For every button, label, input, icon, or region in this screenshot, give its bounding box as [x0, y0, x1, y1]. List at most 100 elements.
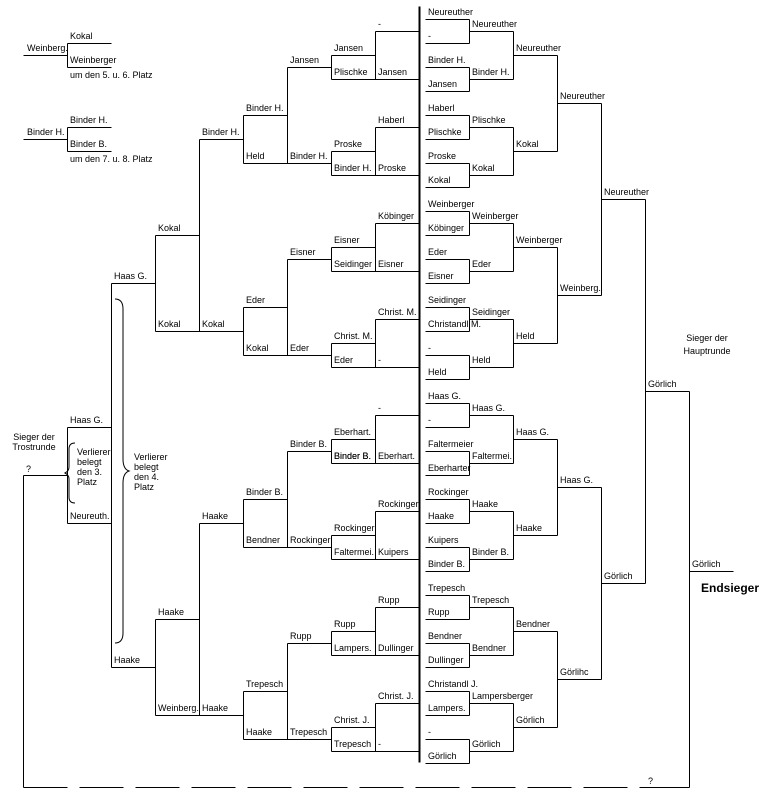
bracket-slot: Haake — [114, 655, 141, 665]
bracket-slot: Plischke — [472, 115, 506, 125]
bracket-slot: Dullinger — [428, 655, 464, 665]
bracket-slot: Jansen — [428, 79, 458, 89]
bracket-slot: Rockinger — [428, 487, 469, 497]
overall-winner-title: Endsieger — [701, 581, 760, 595]
bracket-slot: Seidinger — [428, 295, 467, 305]
bracket-slot: Lampers. — [428, 703, 466, 713]
bracket-slot: Christ. J. — [378, 691, 414, 701]
main-round-winner-note: Sieger der Hauptrunde — [683, 333, 731, 356]
bracket-slot: Dullinger — [378, 643, 414, 653]
bracket-slot: Eder — [246, 295, 266, 305]
bracket-slot: Kokal — [246, 343, 269, 353]
bracket-slot: Haas G. — [560, 475, 594, 485]
bracket-slot: Trepesch — [334, 739, 372, 749]
bracket-slot: Rupp — [334, 619, 356, 629]
bracket-slot: - — [428, 415, 431, 425]
bracket-slot: Haake — [428, 511, 455, 521]
bracket-slot: Plischke — [428, 127, 462, 137]
bracket-slot: Jansen — [290, 55, 320, 65]
bracket-slot: Eberhart. — [378, 451, 416, 461]
brace — [63, 442, 76, 504]
bracket-slot: Rupp — [290, 631, 312, 641]
placement-slot: Binder B. — [70, 139, 108, 149]
bracket-slot: Haberl — [378, 115, 405, 125]
bracket-slot: Weinberger — [472, 211, 519, 221]
bracket-slot: Rockinger — [378, 499, 419, 509]
bracket-slot: Rockinger — [334, 523, 375, 533]
bracket-slot: Haake — [158, 607, 185, 617]
bracket-slot: Jansen — [334, 43, 364, 53]
bracket-slot: Proske — [334, 139, 363, 149]
bracket-slot: - — [428, 31, 431, 41]
placement-slot: Kokal — [70, 31, 93, 41]
bracket-slot: Binder B. — [334, 451, 372, 461]
bracket-slot: Eder — [472, 259, 492, 269]
bracket-slot: Eder — [290, 343, 310, 353]
placement-slot: Weinberg. — [27, 43, 68, 53]
bracket-slot: - — [378, 355, 381, 365]
bracket-slot: Weinberger — [428, 199, 475, 209]
bracket-slot: Eisner — [428, 271, 454, 281]
bracket-slot: Binder H. — [246, 103, 284, 113]
unknown-mark: ? — [26, 464, 32, 474]
bracket-slot: Haberl — [428, 103, 455, 113]
placement-slot: Weinberger — [70, 55, 117, 65]
bracket-slot: Kokal — [158, 223, 181, 233]
bracket-slot: Bendner — [428, 631, 463, 641]
third-place-note: Verlierer belegt den 3. Platz — [77, 447, 111, 487]
bracket-slot: Held — [246, 151, 265, 161]
bracket-slot: Plischke — [334, 67, 368, 77]
bracket-slot: Binder B. — [472, 547, 510, 557]
bracket-slot: Görlich — [428, 751, 457, 761]
bracket-slot: Binder B. — [334, 451, 372, 461]
bracket-slot: Rupp — [378, 595, 400, 605]
bracket-slot: Haake — [472, 499, 499, 509]
bracket-slot: Christandl M. — [428, 319, 482, 329]
bracket-slot: Eberharter — [428, 463, 471, 473]
bracket-slot: Kokal — [472, 163, 495, 173]
bracket-slot: Kokal — [516, 139, 539, 149]
bracket-slot: Haake — [516, 523, 543, 533]
bracket-slot: Neureuther — [516, 43, 562, 53]
bracket-slot: Kuipers — [428, 535, 459, 545]
bracket-slot: Weinberger — [516, 235, 563, 245]
unknown-mark: ? — [648, 776, 654, 786]
bracket-slot: Haas G. — [70, 415, 104, 425]
bracket-slot: Faltermei. — [472, 451, 513, 461]
bracket-slot: Görlich — [516, 715, 545, 725]
bracket-slot: Christ. M. — [334, 331, 373, 341]
bracket-slot: Kokal — [202, 319, 225, 329]
bracket-slot: Binder B. — [428, 559, 466, 569]
bracket-slot: Christ. M. — [378, 307, 417, 317]
brace — [114, 298, 131, 644]
bracket-slot: Eisner — [378, 259, 404, 269]
bracket-slot: Haas G. — [516, 427, 550, 437]
bracket-slot: Binder H. — [202, 127, 240, 137]
bracket-slot: Eisner — [290, 247, 316, 257]
bracket-slot: Seidinger — [472, 307, 511, 317]
bracket-slot: Binder H. — [428, 55, 466, 65]
bracket-slot: - — [428, 343, 431, 353]
bracket-slot: Weinberg. — [158, 703, 199, 713]
bracket-slot: Haas G. — [114, 271, 148, 281]
bracket-slot: Rockinger — [290, 535, 331, 545]
bracket-slot: - — [378, 739, 381, 749]
consolation-winner-note: Sieger der Trostrunde — [12, 432, 56, 452]
bracket-slot: Görlihc — [560, 667, 589, 677]
bracket-slot: Binder B. — [246, 487, 284, 497]
bracket-slot: Trepesch — [246, 679, 284, 689]
bracket-slot: Kokal — [158, 319, 181, 329]
bracket-slot: Neureuth. — [70, 511, 110, 521]
bracket-slot: Christandl J. — [428, 679, 479, 689]
bracket-slot: Lampers. — [334, 643, 372, 653]
bracket-slot: Eder — [428, 247, 448, 257]
bracket-slot: Held — [428, 367, 447, 377]
champion-name: Görlich — [692, 559, 721, 569]
bracket-slot: Seidinger — [334, 259, 373, 269]
bracket-slot: Neureuther — [428, 7, 474, 17]
bracket-slot: Jansen — [378, 67, 408, 77]
bracket-slot: Christ. J. — [334, 715, 370, 725]
bracket-slot: Faltermei. — [334, 547, 375, 557]
bracket-slot: Neureuther — [560, 91, 606, 101]
